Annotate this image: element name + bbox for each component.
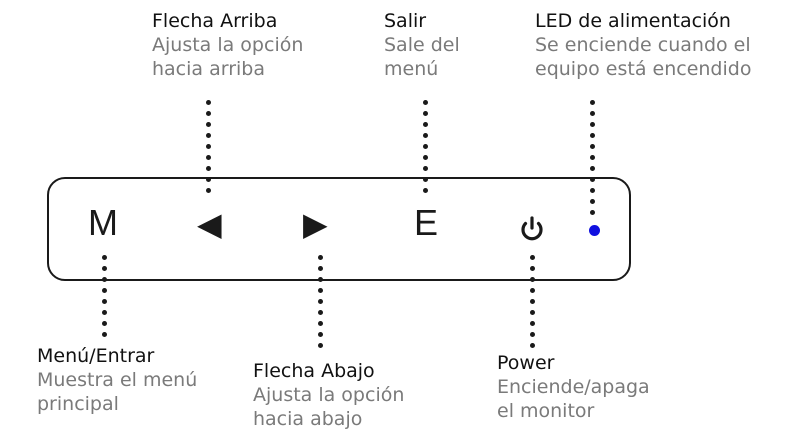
leader-dot xyxy=(102,255,107,260)
callout-salir: Salir Sale del menú xyxy=(384,10,460,81)
callout-title: Flecha Abajo xyxy=(253,360,375,382)
leader-dot xyxy=(530,332,535,337)
power-icon xyxy=(521,216,543,241)
leader-dot xyxy=(530,343,535,348)
leader-dot xyxy=(206,188,211,193)
callout-power: Power Enciende/apaga el monitor xyxy=(497,352,650,423)
leader-dot xyxy=(530,255,535,260)
leader-dot xyxy=(423,155,428,160)
leader-dot xyxy=(590,122,595,127)
leader-dot xyxy=(206,144,211,149)
arrow-up-button[interactable]: ◀ xyxy=(197,206,222,242)
leader-dot xyxy=(318,299,323,304)
power-led-indicator xyxy=(589,225,600,236)
leader-dot xyxy=(423,111,428,116)
callout-desc-line2: el monitor xyxy=(497,399,595,422)
power-button[interactable] xyxy=(517,214,547,250)
leader-dot xyxy=(530,266,535,271)
callout-desc-line1: Ajusta la opción xyxy=(152,33,304,56)
leader-dot xyxy=(590,111,595,116)
leader-dot xyxy=(423,133,428,138)
leader-dot xyxy=(530,310,535,315)
leader-dot xyxy=(590,177,595,182)
leader-dot xyxy=(423,122,428,127)
leader-dot xyxy=(206,111,211,116)
callout-desc-line1: Muestra el menú xyxy=(37,368,198,391)
leader-dot xyxy=(318,321,323,326)
leader-line-led xyxy=(590,100,596,215)
leader-dot xyxy=(102,321,107,326)
leader-dot xyxy=(102,288,107,293)
callout-title: Power xyxy=(497,352,555,374)
leader-line-flecha-arriba xyxy=(206,100,212,197)
leader-dot xyxy=(102,299,107,304)
leader-dot xyxy=(590,210,595,215)
control-panel xyxy=(47,177,631,281)
callout-desc-line2: principal xyxy=(37,392,119,415)
leader-dot xyxy=(423,144,428,149)
leader-dot xyxy=(590,155,595,160)
leader-dot xyxy=(102,310,107,315)
leader-dot xyxy=(206,133,211,138)
leader-dot xyxy=(423,100,428,105)
callout-desc-line2: hacia arriba xyxy=(152,57,266,80)
leader-dot xyxy=(590,188,595,193)
exit-button[interactable]: E xyxy=(414,202,439,243)
leader-dot xyxy=(206,166,211,171)
callout-flecha-arriba: Flecha Arriba Ajusta la opción hacia arr… xyxy=(152,10,303,81)
callout-desc-line1: Enciende/apaga xyxy=(497,375,650,398)
callout-desc-line1: Sale del xyxy=(384,33,460,56)
leader-dot xyxy=(206,122,211,127)
leader-dot xyxy=(423,166,428,171)
leader-dot xyxy=(206,100,211,105)
leader-line-salir xyxy=(423,100,429,197)
leader-dot xyxy=(318,288,323,293)
leader-dot xyxy=(423,188,428,193)
callout-menu-entrar: Menú/Entrar Muestra el menú principal xyxy=(37,345,197,416)
callout-title: Flecha Arriba xyxy=(152,10,278,32)
callout-desc-line2: hacia abajo xyxy=(253,407,363,430)
leader-dot xyxy=(530,299,535,304)
leader-dot xyxy=(318,343,323,348)
callout-title: Salir xyxy=(384,10,427,32)
menu-button[interactable]: M xyxy=(88,202,118,243)
leader-dot xyxy=(423,177,428,182)
leader-dot xyxy=(590,100,595,105)
leader-dot xyxy=(590,166,595,171)
callout-desc-line2: menú xyxy=(384,57,439,80)
callout-desc-line1: Ajusta la opción xyxy=(253,383,405,406)
leader-dot xyxy=(318,332,323,337)
callout-desc-line2: equipo está encendido xyxy=(535,57,752,80)
leader-dot xyxy=(590,199,595,204)
callout-flecha-abajo: Flecha Abajo Ajusta la opción hacia abaj… xyxy=(253,360,404,431)
leader-dot xyxy=(102,266,107,271)
leader-dot xyxy=(102,332,107,337)
callout-desc-line1: Se enciende cuando el xyxy=(535,33,751,56)
leader-dot xyxy=(590,144,595,149)
callout-led: LED de alimentación Se enciende cuando e… xyxy=(535,10,751,81)
leader-dot xyxy=(318,266,323,271)
leader-dot xyxy=(318,255,323,260)
leader-dot xyxy=(206,177,211,182)
leader-dot xyxy=(206,155,211,160)
callout-title: Menú/Entrar xyxy=(37,345,155,367)
arrow-down-button[interactable]: ▶ xyxy=(303,206,328,242)
leader-dot xyxy=(590,133,595,138)
leader-dot xyxy=(530,321,535,326)
leader-dot xyxy=(318,310,323,315)
callout-title: LED de alimentación xyxy=(535,10,731,32)
leader-dot xyxy=(530,288,535,293)
